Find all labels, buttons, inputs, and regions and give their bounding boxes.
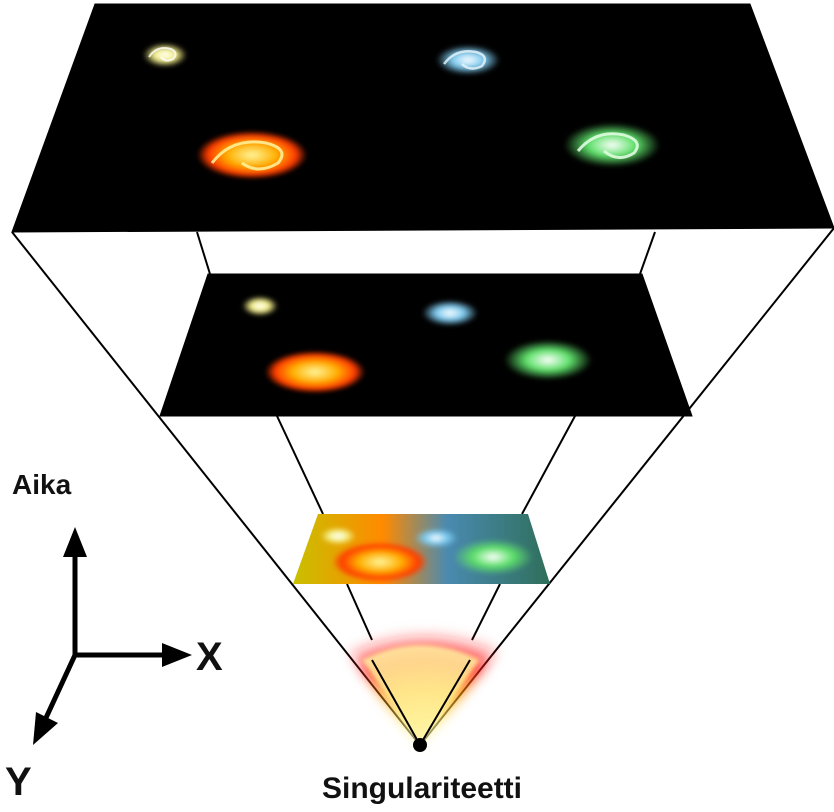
singularity-label: Singulariteetti bbox=[322, 772, 522, 805]
galaxy-green-icon bbox=[453, 539, 533, 575]
y-axis-arrow-icon bbox=[42, 653, 78, 722]
singularity-dot-icon bbox=[413, 738, 427, 752]
connector-top-right bbox=[639, 231, 656, 275]
x-arrowhead bbox=[162, 643, 192, 667]
galaxy-blue-icon bbox=[414, 528, 458, 548]
galaxy-orange-icon bbox=[197, 131, 307, 179]
galaxy-blue-icon bbox=[436, 45, 500, 75]
connector-top-left bbox=[196, 231, 211, 275]
y-arrowhead bbox=[33, 712, 58, 745]
plane-early bbox=[293, 514, 550, 584]
galaxy-yellow-icon bbox=[143, 43, 187, 67]
time-axis-label: Aika bbox=[12, 469, 72, 500]
axis-arrows bbox=[33, 527, 192, 745]
galaxy-yellow-icon bbox=[242, 296, 278, 316]
galaxy-orange-icon bbox=[265, 351, 365, 393]
x-axis-label: X bbox=[196, 635, 223, 679]
connector-mid-left bbox=[276, 415, 324, 515]
singularity-glow bbox=[330, 592, 520, 746]
connector-mid-right bbox=[521, 415, 576, 515]
plane-middle bbox=[159, 273, 693, 417]
space-plane-middle bbox=[159, 273, 693, 417]
galaxy-green-icon bbox=[564, 123, 660, 167]
plane-present bbox=[11, 3, 834, 233]
cone-left-edge bbox=[11, 231, 421, 746]
galaxy-yellow-icon bbox=[320, 527, 356, 545]
y-axis-label: Y bbox=[5, 760, 32, 804]
galaxy-green-icon bbox=[504, 340, 592, 380]
galaxy-blue-icon bbox=[422, 300, 478, 326]
space-plane-top bbox=[11, 3, 834, 233]
time-arrowhead bbox=[63, 527, 87, 557]
galaxy-orange-icon bbox=[332, 542, 428, 582]
